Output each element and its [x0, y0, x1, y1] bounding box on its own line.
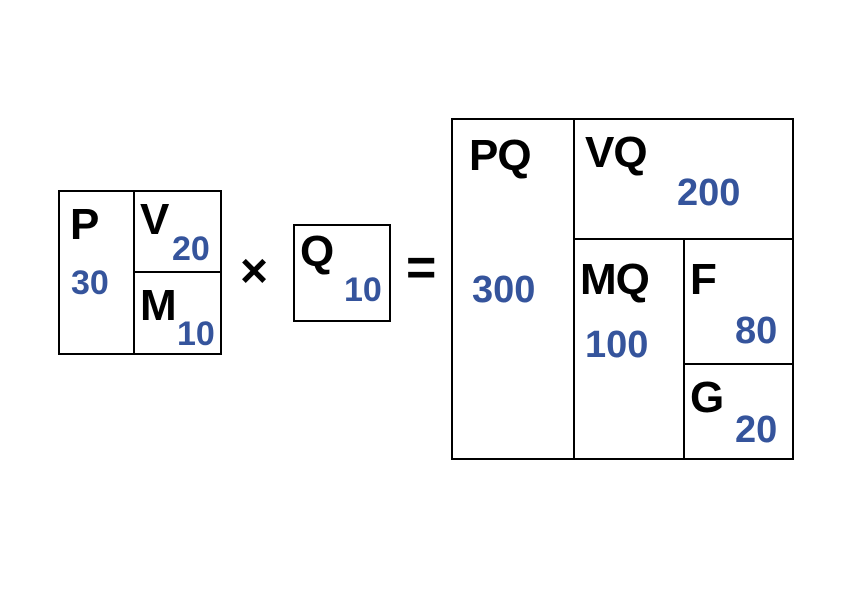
revenue-box	[451, 118, 794, 460]
pq-label: PQ	[469, 131, 532, 180]
f-label: F	[690, 255, 717, 304]
v-label: V	[140, 195, 169, 244]
m-value: 10	[177, 315, 215, 353]
price-box-horizontal-divider	[133, 271, 222, 273]
v-value: 20	[172, 230, 210, 268]
vq-value: 200	[677, 172, 741, 214]
mq-value: 100	[585, 324, 649, 366]
mq-fg-divider	[683, 238, 685, 460]
g-value: 20	[735, 409, 778, 451]
q-label: Q	[300, 227, 334, 276]
q-value: 10	[344, 271, 382, 309]
mq-label: MQ	[580, 255, 650, 304]
quantity-box	[293, 224, 391, 322]
pq-value: 300	[472, 269, 536, 311]
f-g-divider	[683, 363, 794, 365]
m-label: M	[140, 281, 177, 330]
equals-sign: =	[406, 239, 437, 297]
revenue-box-main-divider	[573, 118, 575, 460]
multiply-sign: ×	[240, 245, 269, 298]
f-value: 80	[735, 310, 778, 352]
p-label: P	[70, 200, 99, 249]
p-value: 30	[71, 264, 109, 302]
g-label: G	[690, 373, 724, 422]
vq-label: VQ	[585, 128, 648, 177]
